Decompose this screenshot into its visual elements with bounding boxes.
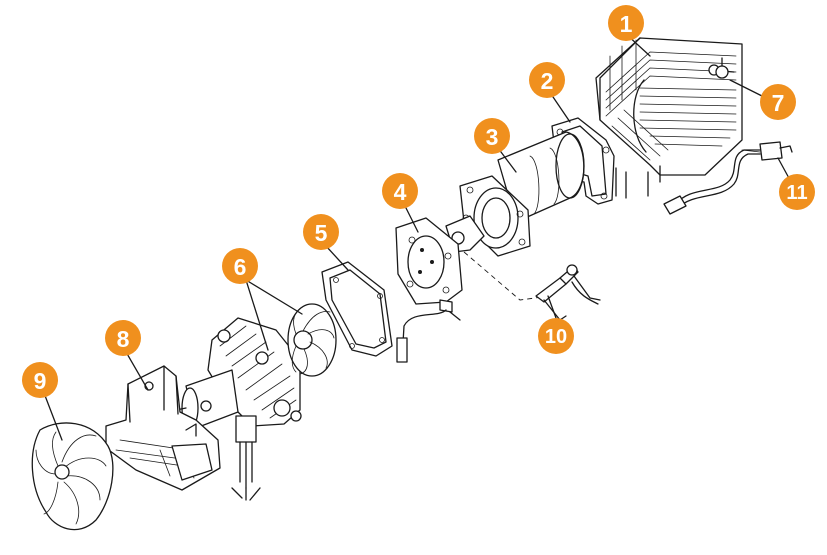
overheat-sensor [715,57,729,79]
badge-1: 1 [608,5,644,41]
badge-4: 4 [382,173,418,209]
badge-1-label: 1 [620,11,633,37]
badge-5-label: 5 [315,220,328,246]
badge-11: 11 [779,174,815,210]
combustion-chamber [445,131,585,257]
badge-3: 3 [474,118,510,154]
leader-lines [43,33,791,441]
glow-plug-flange [395,217,463,363]
badge-3-label: 3 [486,124,499,150]
blower-housing [105,365,221,491]
badge-6-label: 6 [234,254,247,280]
temperature-sensor-cable [663,141,793,215]
badge-6: 6 [222,248,258,284]
badge-4-label: 4 [394,179,407,205]
glow-plug [463,251,601,321]
badge-11-label: 11 [786,182,807,204]
badge-10-label: 10 [545,326,567,348]
heat-exchanger [595,37,743,199]
flange-gasket [321,261,393,357]
badge-8: 8 [105,320,141,356]
badge-5: 5 [303,214,339,250]
badge-7-label: 7 [772,90,785,116]
badge-9: 9 [22,362,58,398]
badge-10: 10 [538,318,574,354]
fan-wheel [31,422,114,531]
badge-7: 7 [760,84,796,120]
badge-8-label: 8 [117,326,130,352]
badge-2: 2 [529,62,565,98]
badge-9-label: 9 [34,368,47,394]
badge-2-label: 2 [541,68,554,94]
